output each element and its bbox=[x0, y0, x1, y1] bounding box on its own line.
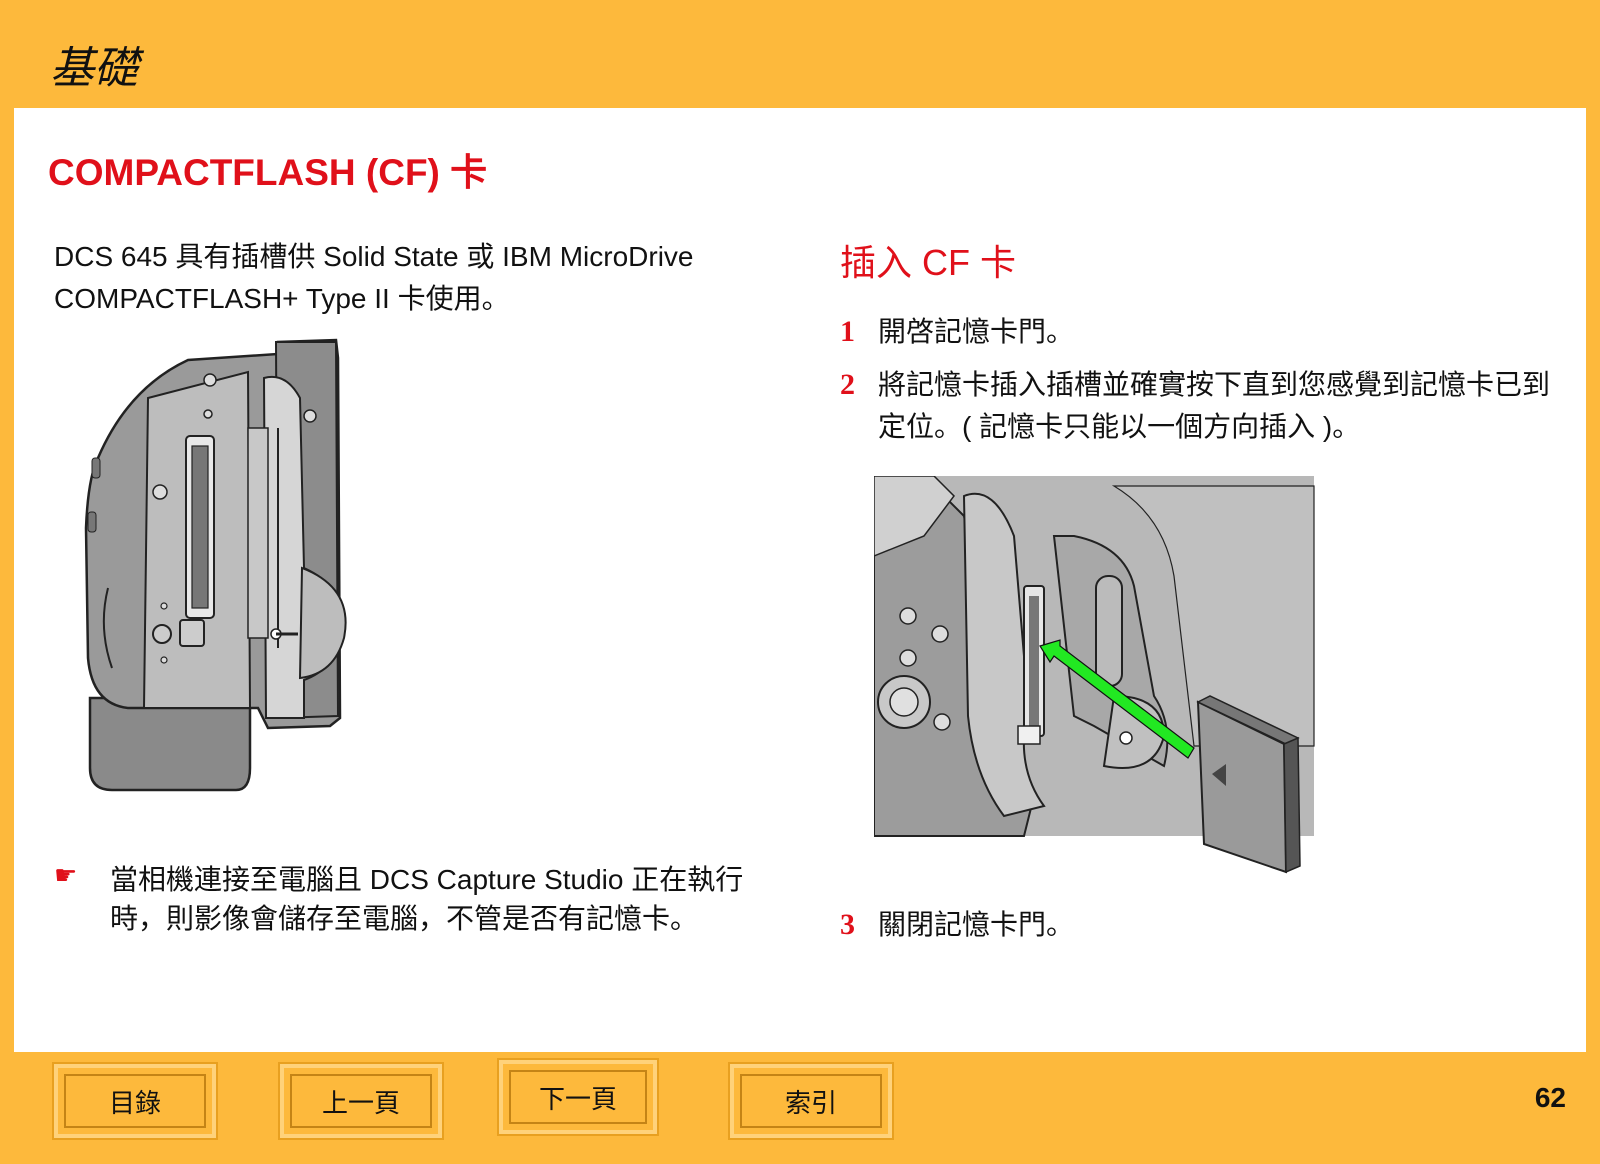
pointing-hand-icon: ☛ bbox=[54, 860, 78, 890]
next-page-button-label: 下一頁 bbox=[509, 1070, 647, 1124]
card-insertion-illustration bbox=[874, 476, 1315, 874]
index-button-label: 索引 bbox=[740, 1074, 882, 1128]
step-text: 開啓記憶卡門。 bbox=[878, 316, 1075, 347]
step-text: 關閉記憶卡門。 bbox=[878, 909, 1075, 940]
next-page-button[interactable]: 下一頁 bbox=[497, 1058, 659, 1136]
previous-page-button[interactable]: 上一頁 bbox=[278, 1062, 444, 1140]
note-text: 當相機連接至電腦且 DCS Capture Studio 正在執行時，則影像會儲… bbox=[110, 864, 744, 934]
intro-line-2: COMPACTFLASH+ Type II 卡使用。 bbox=[54, 283, 510, 314]
intro-paragraph: DCS 645 具有插槽供 Solid State 或 IBM MicroDri… bbox=[54, 236, 774, 320]
contents-button-label: 目錄 bbox=[64, 1074, 206, 1128]
step-text: 將記憶卡插入插槽並確實按下直到您感覺到記憶卡已到定位。( 記憶卡只能以一個方向插… bbox=[878, 369, 1551, 442]
index-button[interactable]: 索引 bbox=[728, 1062, 894, 1140]
camera-side-view-illustration bbox=[84, 338, 347, 792]
insert-cf-heading: 插入 CF 卡 bbox=[840, 242, 1016, 283]
header-title: 基礎 bbox=[50, 44, 138, 93]
step-number: 1 bbox=[840, 315, 855, 348]
section-title: COMPACTFLASH (CF) 卡 bbox=[48, 152, 488, 193]
content-panel: COMPACTFLASH (CF) 卡 DCS 645 具有插槽供 Solid … bbox=[14, 108, 1586, 1052]
step-number: 2 bbox=[840, 368, 855, 401]
previous-page-button-label: 上一頁 bbox=[290, 1074, 432, 1128]
intro-line-1: DCS 645 具有插槽供 Solid State 或 IBM MicroDri… bbox=[54, 241, 694, 272]
contents-button[interactable]: 目錄 bbox=[52, 1062, 218, 1140]
step-number: 3 bbox=[840, 908, 855, 941]
page-number: 62 bbox=[1534, 1082, 1566, 1113]
